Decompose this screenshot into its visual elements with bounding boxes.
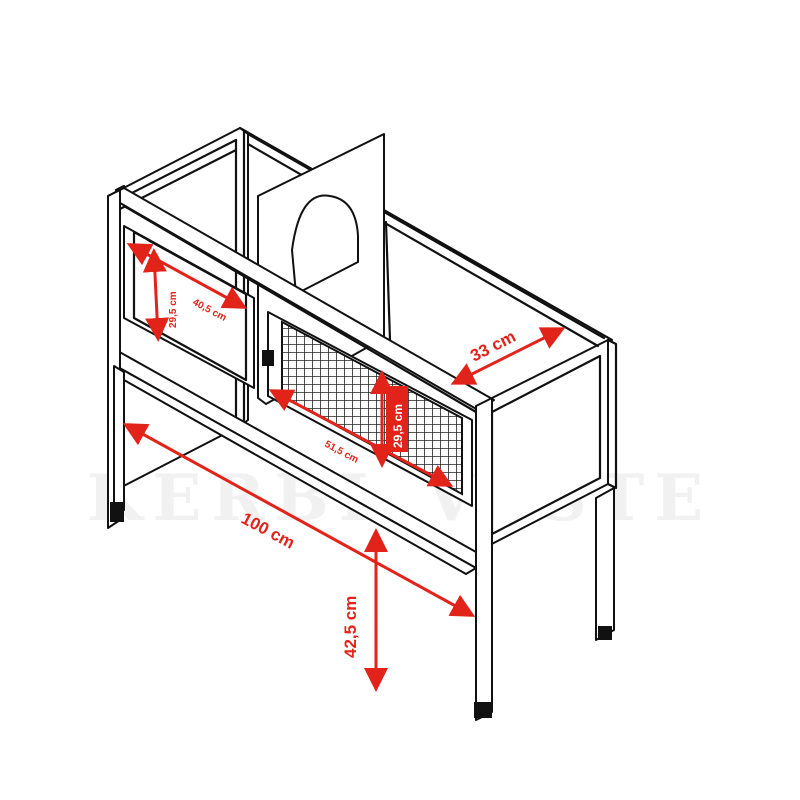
- back-right-leg: [595, 487, 615, 641]
- depth-dimension-line: [450, 327, 566, 385]
- front-left-leg: [107, 189, 125, 529]
- top-door-height-label: 29,5 cm: [168, 291, 179, 328]
- depth-label: 33 cm: [467, 327, 519, 366]
- front-door-width-line: [268, 389, 454, 487]
- front-door-height-label: 29,5 cm: [391, 404, 405, 448]
- leg-height-label: 42,5 cm: [341, 596, 360, 658]
- front-right-leg: [474, 397, 493, 721]
- door-height-label-bg: [386, 386, 408, 452]
- width-dimension-line: [122, 423, 476, 617]
- dimension-lines: [122, 243, 566, 692]
- door-latch-icon: [262, 350, 274, 366]
- top-door-height-line: [142, 248, 170, 342]
